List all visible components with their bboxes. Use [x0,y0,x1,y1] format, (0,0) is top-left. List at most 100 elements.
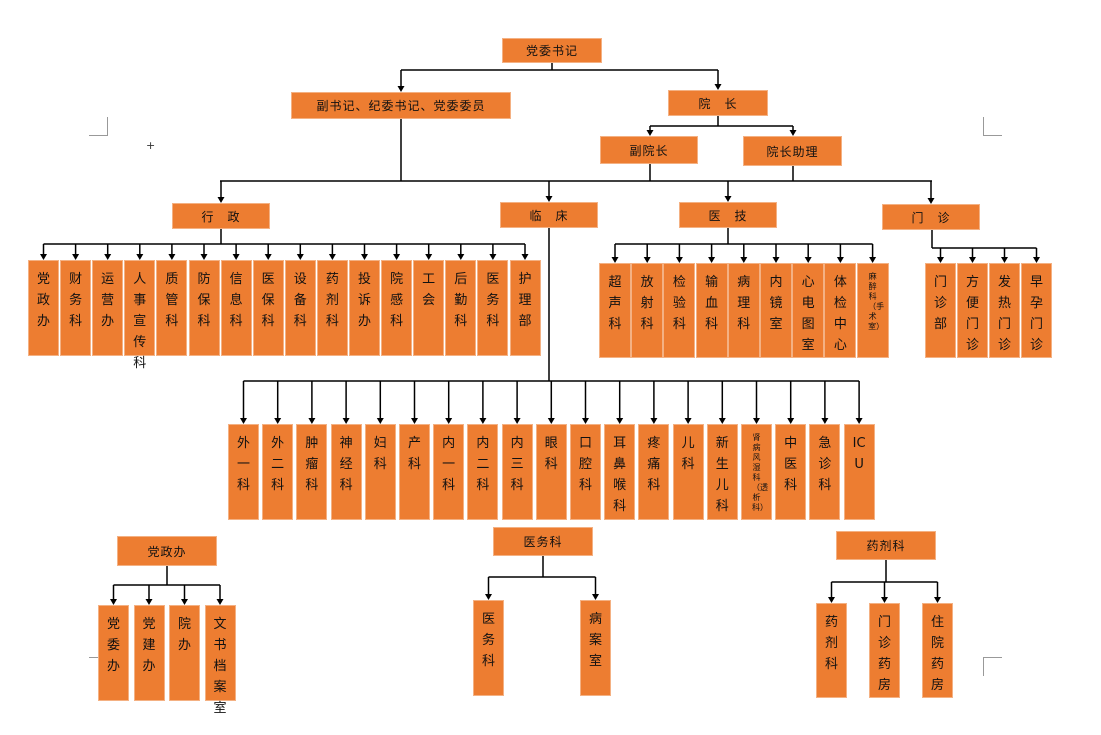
medtech-unit-box: 放射科 [631,263,664,358]
clinical-unit-box-label: 儿科 [681,436,695,472]
party-office-unit-box-label: 院办 [177,617,191,653]
admin-unit-box-label: 医保科 [261,272,275,329]
medtech-unit-box: 病理科 [727,263,760,358]
arrowhead [397,86,405,92]
medtech-unit-box-label: 超声科 [608,275,622,332]
clinical-unit-box: 肿瘤科 [296,424,328,520]
medtech-unit-box-label: 病理科 [737,275,751,332]
arrowhead [718,418,726,424]
arrowhead [708,257,716,263]
arrowhead [136,254,144,260]
arrowhead [485,594,492,600]
admin-unit-box-label: 信息科 [229,272,243,329]
deputy-secretaries-box-label: 副书记、纪委书记、党委委员 [316,99,486,113]
medtech-unit-box: 麻醉科（手术室） [856,263,889,358]
medical-affairs-unit-box-label: 病案室 [588,612,602,669]
page-corner-mark [983,117,1002,136]
admin-unit-box: 医务科 [477,260,509,356]
admin-unit-box: 质管科 [156,260,188,356]
admin-unit-box-label: 质管科 [165,272,179,329]
clinical-unit-box: 妇科 [364,424,396,520]
pharmacy-unit-box-label: 药剂科 [824,615,838,672]
admin-unit-box-label: 投诉办 [357,272,371,329]
clinical-unit-box-label: 肿瘤科 [305,436,319,493]
outpatient-unit-box: 方便门诊 [957,263,988,358]
party-office-unit-box: 院办 [169,605,200,701]
division-clinical: 临 床 [500,202,598,228]
president-assistant-box-label: 院长助理 [766,144,819,159]
party-office-unit-box: 文书档案室 [204,605,236,716]
arrowhead [308,418,316,424]
president-box: 院 长 [668,90,768,116]
clinical-unit-box: 神经科 [330,424,362,520]
admin-unit-box: 投诉办 [349,260,380,356]
clinical-unit-box-label: 外一科 [236,436,250,493]
admin-unit-box: 人事宣传科 [124,260,156,371]
vice-president-box: 副院长 [600,136,698,164]
pharmacy-unit-box-label: 住院药房 [930,615,944,693]
party-office-unit-box-label: 党委办 [106,617,120,674]
vice-president-box-label: 副院长 [629,143,669,158]
admin-unit-box-label: 后勤科 [454,272,468,329]
clinical-unit-box-label: 中医科 [784,436,798,493]
arrowhead [646,130,654,136]
outpatient-unit-box-label: 发热门诊 [997,275,1011,353]
arrowhead [200,254,208,260]
admin-unit-box-label: 药剂科 [325,272,339,329]
division-outpatient: 门 诊 [882,204,980,230]
president-assistant-box: 院长助理 [743,136,842,166]
arrowhead [216,599,224,605]
admin-unit-box: 工会 [413,260,445,356]
admin-unit-box-label: 护理部 [518,272,532,329]
arrowhead [547,418,555,424]
medtech-unit-box-label: 输血科 [705,275,719,332]
arrowhead [110,599,117,605]
admin-unit-box-label: 人事宣传科 [133,272,147,371]
arrowhead [611,257,619,263]
arrowhead [72,254,80,260]
medtech-unit-box: 心电图室 [792,263,825,358]
arrowhead [650,418,658,424]
admin-unit-box: 药剂科 [316,260,348,356]
arrowhead [927,198,935,204]
arrowhead [1001,257,1008,263]
arrowhead [274,418,282,424]
arrowhead [881,597,888,603]
president-box-label: 院 长 [698,96,738,111]
arrowhead [616,418,624,424]
arrowhead [789,130,797,136]
clinical-unit-box: 耳鼻喉科 [604,424,636,520]
outpatient-unit-box: 门诊部 [925,263,956,358]
arrowhead [104,254,112,260]
clinical-unit-box: 急诊科 [809,424,841,520]
admin-unit-box-label: 财务科 [69,272,83,329]
admin-unit-box-label: 防保科 [197,272,211,329]
division-clinical-label: 临 床 [529,208,569,223]
arrowhead [855,418,863,424]
pharmacy-box-label: 药剂科 [866,539,906,553]
arrowhead [804,257,812,263]
admin-unit-box: 医保科 [252,260,284,356]
arrowhead [479,418,487,424]
admin-unit-box: 护理部 [509,260,541,356]
clinical-unit-box-label: 耳鼻喉科 [613,436,627,514]
arrowhead [40,254,47,260]
outpatient-unit-box-label: 方便门诊 [965,275,979,353]
clinical-unit-box-label: 新生儿科 [715,436,729,514]
arrowhead [592,594,599,600]
cursor-crosshair: + [146,139,156,152]
arrowhead [217,197,225,203]
medical-affairs-box: 医务科 [493,527,593,556]
arrowhead [836,257,844,263]
arrowhead [582,418,589,424]
clinical-unit-box-label: 口腔科 [578,436,592,493]
arrowhead [521,254,529,260]
clinical-unit-box: 内二科 [467,424,499,520]
admin-unit-box: 财务科 [60,260,92,356]
arrowhead [445,418,453,424]
arrowhead [181,599,188,605]
medtech-unit-box-label: 心电图室 [801,275,815,353]
clinical-unit-box: 中医科 [775,424,807,520]
outpatient-unit-box-label: 早孕门诊 [1029,275,1043,353]
